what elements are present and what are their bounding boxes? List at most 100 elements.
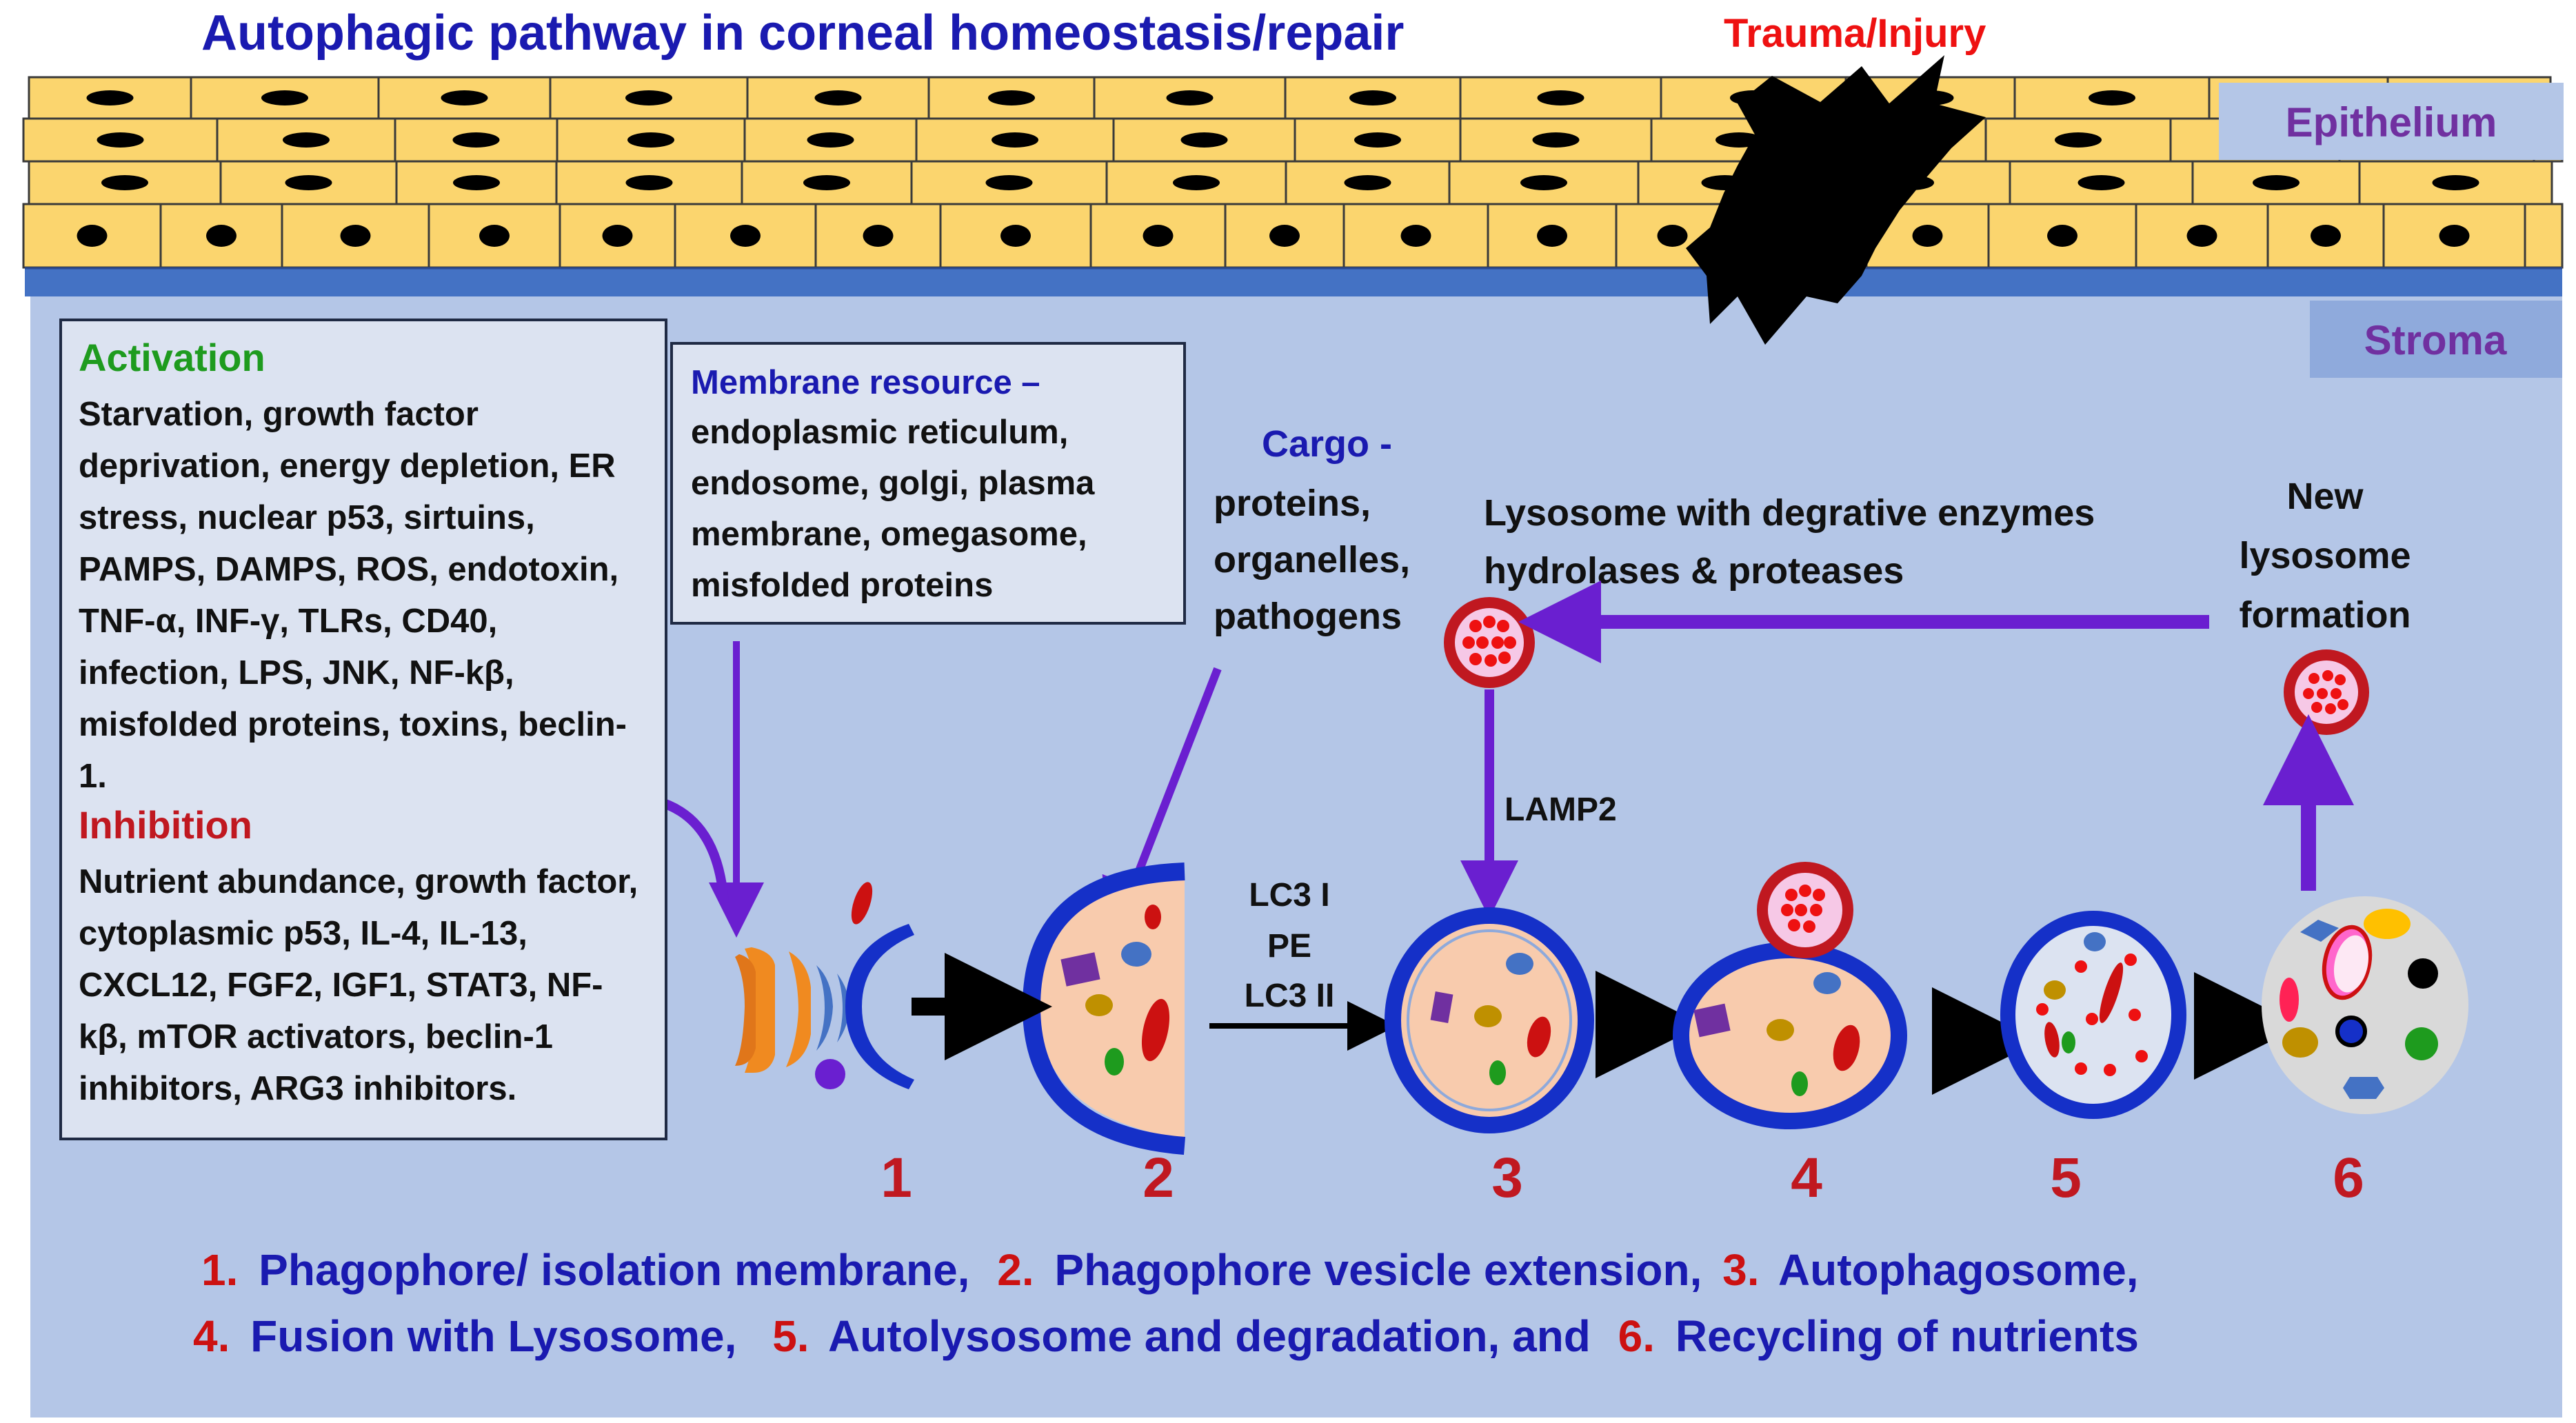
legend-text-1: Phagophore/ isolation membrane, xyxy=(259,1245,969,1295)
cell-nucleus xyxy=(2439,225,2470,247)
legend-line-1: 1. Phagophore/ isolation membrane, 2. Ph… xyxy=(201,1245,2139,1295)
cell-nucleus xyxy=(1349,90,1396,105)
cell-nucleus xyxy=(602,225,633,247)
stroma-label-box xyxy=(2310,301,2562,378)
stage-number-4: 4 xyxy=(1791,1147,1822,1209)
legend-text-5: Autolysosome and degradation, and xyxy=(828,1311,1591,1361)
inhibition-heading: Inhibition xyxy=(79,803,252,847)
epithelium-label: Epithelium xyxy=(2286,99,2497,145)
cell-nucleus xyxy=(807,132,854,148)
epithelium-label-box xyxy=(2219,83,2564,160)
inhibition-text: Nutrient abundance, growth factor, cytop… xyxy=(79,863,638,1107)
stage-number-1: 1 xyxy=(881,1147,912,1209)
stage-number-2: 2 xyxy=(1143,1147,1174,1209)
legend-num-6: 6. xyxy=(1618,1311,1655,1361)
cell-nucleus xyxy=(863,225,894,247)
stage-1-phagophore xyxy=(735,882,914,1089)
cell-nucleus xyxy=(2311,225,2341,247)
stage-4-fusion xyxy=(1673,862,1907,1129)
cell-nucleus xyxy=(1166,90,1214,105)
cell-nucleus xyxy=(97,132,144,148)
cell-nucleus xyxy=(2089,90,2135,105)
legend-text-3: Autophagosome, xyxy=(1778,1245,2139,1295)
legend-text-2: Phagophore vesicle extension, xyxy=(1054,1245,1702,1295)
cell-nucleus xyxy=(1173,175,1220,190)
lc3-i-label: LC3 I xyxy=(1249,877,1329,914)
cell-nucleus xyxy=(1657,225,1688,247)
cell-nucleus xyxy=(988,90,1035,105)
cell-nucleus xyxy=(2077,175,2125,190)
cell-nucleus xyxy=(206,225,237,247)
legend-num-2: 2. xyxy=(997,1245,1034,1295)
cell-nucleus xyxy=(285,175,332,190)
membrane-resource-box: Membrane resource – endoplasmic reticulu… xyxy=(670,342,1186,625)
trauma-label: Trauma/Injury xyxy=(1724,11,1986,56)
cell-nucleus xyxy=(803,175,850,190)
activation-heading: Activation xyxy=(79,336,265,379)
stage-number-6: 6 xyxy=(2333,1147,2364,1209)
new-lysosome-icon xyxy=(2284,649,2369,735)
stage-3-autophagosome xyxy=(1385,907,1594,1133)
cell-nucleus xyxy=(1537,225,1567,247)
lysosome-icon xyxy=(1444,597,1535,688)
activation-text: Starvation, growth factor deprivation, e… xyxy=(79,396,627,795)
cell-nucleus xyxy=(340,225,371,247)
cargo-line-3: pathogens xyxy=(1214,596,1402,637)
lamp2-label: LAMP2 xyxy=(1505,791,1617,828)
cell-nucleus xyxy=(1143,225,1174,247)
cell-nucleus xyxy=(1344,175,1391,190)
cell-nucleus xyxy=(985,175,1033,190)
new-lysosome-line-2: lysosome xyxy=(2239,535,2411,576)
cell-nucleus xyxy=(86,90,134,105)
cell-nucleus xyxy=(452,132,500,148)
page-title: Autophagic pathway in corneal homeostasi… xyxy=(201,6,1404,61)
cargo-line-1: proteins, xyxy=(1214,483,1371,524)
cell-nucleus xyxy=(2047,225,2077,247)
legend-text-6: Recycling of nutrients xyxy=(1676,1311,2139,1361)
cargo-heading: Cargo - xyxy=(1262,423,1392,465)
stage-5-autolysosome xyxy=(2000,911,2186,1119)
legend-num-5: 5. xyxy=(772,1311,809,1361)
cell-nucleus xyxy=(2253,175,2300,190)
stage-6-recycling xyxy=(2262,896,2468,1114)
membrane-resource-heading: Membrane resource – xyxy=(691,364,1040,401)
lysosome-label-line-1: Lysosome with degrative enzymes xyxy=(1484,492,2095,534)
stroma-label: Stroma xyxy=(2364,317,2507,363)
cell-nucleus xyxy=(2055,132,2102,148)
new-lysosome-line-1: New xyxy=(2286,476,2364,517)
pe-label: PE xyxy=(1267,928,1311,965)
cell-nucleus xyxy=(625,175,673,190)
cargo-line-2: organelles, xyxy=(1214,539,1410,581)
lc3-ii-label: LC3 II xyxy=(1245,978,1335,1014)
cell-nucleus xyxy=(1354,132,1401,148)
cell-nucleus xyxy=(261,90,308,105)
stage-number-3: 3 xyxy=(1491,1147,1523,1209)
basement-membrane xyxy=(25,268,2562,296)
cell-nucleus xyxy=(1520,175,1567,190)
cell-nucleus xyxy=(453,175,500,190)
membrane-resource-text: endoplasmic reticulum, endosome, golgi, … xyxy=(691,414,1095,604)
lysosome-label-line-2: hydrolases & proteases xyxy=(1484,550,1904,592)
trauma-wound xyxy=(1686,55,1986,345)
cell-nucleus xyxy=(627,132,674,148)
cell-nucleus xyxy=(625,90,672,105)
regulation-box: Activation Starvation, growth factor dep… xyxy=(59,319,667,1140)
legend-text-4: Fusion with Lysosome, xyxy=(250,1311,736,1361)
legend-line-2: 4. Fusion with Lysosome, 5. Autolysosome… xyxy=(193,1311,2139,1361)
epithelial-cell xyxy=(2524,203,2564,269)
cell-nucleus xyxy=(479,225,510,247)
cell-nucleus xyxy=(1532,132,1580,148)
cell-nucleus xyxy=(77,225,108,247)
cell-nucleus xyxy=(101,175,148,190)
cell-nucleus xyxy=(2186,225,2217,247)
cell-nucleus xyxy=(814,90,862,105)
cell-nucleus xyxy=(2432,175,2479,190)
cell-nucleus xyxy=(992,132,1038,148)
cell-nucleus xyxy=(1537,90,1584,105)
cell-nucleus xyxy=(1400,225,1431,247)
legend-num-4: 4. xyxy=(193,1311,230,1361)
cell-nucleus xyxy=(283,132,330,148)
